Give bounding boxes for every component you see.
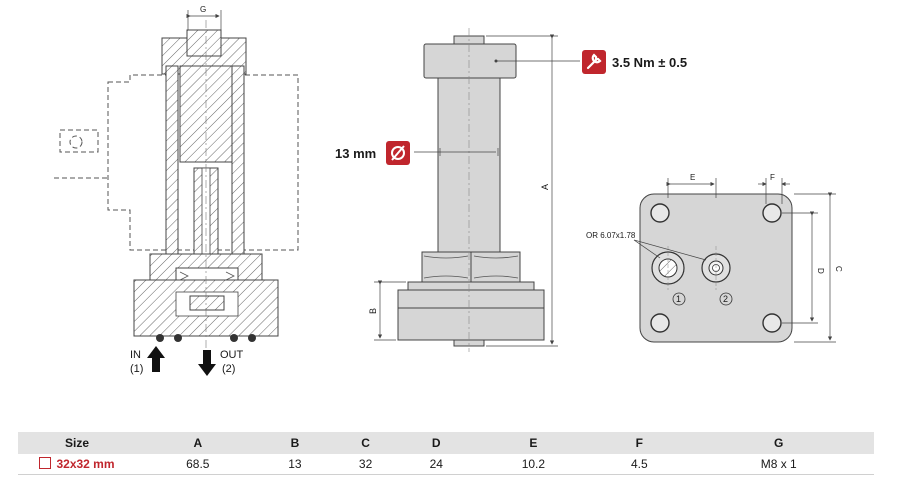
- value-d: 24: [400, 454, 472, 475]
- value-b: 13: [259, 454, 331, 475]
- oring-spec-label: OR 6.07x1.78: [586, 231, 636, 240]
- inlet-label: IN: [130, 349, 141, 361]
- header-f: F: [595, 432, 684, 454]
- dimension-a-label: A: [540, 184, 550, 190]
- table-header-row: Size A B C D E F G: [18, 432, 874, 454]
- dimension-f-label: F: [770, 173, 775, 182]
- dimensions-table: Size A B C D E F G 32x32 mm 68.5 13 32 2…: [18, 432, 874, 475]
- header-e: E: [471, 432, 596, 454]
- base-view: OR 6.07x1.78 1 2 E F D C: [586, 173, 843, 343]
- header-d: D: [400, 432, 472, 454]
- inlet-port-label: (1): [130, 363, 143, 375]
- header-size: Size: [18, 432, 136, 454]
- header-g: G: [683, 432, 874, 454]
- dimension-e-label: E: [690, 173, 695, 182]
- port-2-label: 2: [723, 294, 728, 304]
- size-cell: 32x32 mm: [18, 454, 136, 475]
- outlet-arrow-icon: [198, 350, 216, 376]
- dimension-d-label: D: [816, 268, 825, 274]
- dimension-g-label: G: [200, 5, 206, 14]
- inlet-arrow-icon: [147, 346, 165, 372]
- value-f: 4.5: [595, 454, 684, 475]
- diameter-value: 13 mm: [335, 146, 376, 161]
- value-c: 32: [330, 454, 401, 475]
- technical-drawing: G IN (1) OUT (2) A B 3.: [54, 5, 843, 376]
- value-a: 68.5: [136, 454, 260, 475]
- dimension-b-label: B: [368, 308, 378, 314]
- value-g: M8 x 1: [683, 454, 874, 475]
- side-view: A B 3.5 Nm ± 0.5 13 mm: [335, 28, 687, 352]
- header-b: B: [259, 432, 331, 454]
- header-a: A: [136, 432, 260, 454]
- port-1-label: 1: [676, 294, 681, 304]
- size-marker-icon: [39, 457, 52, 469]
- outlet-label: OUT: [220, 349, 244, 361]
- section-view: G IN (1) OUT (2): [54, 5, 299, 376]
- torque-value: 3.5 Nm ± 0.5: [612, 55, 687, 70]
- outlet-port-label: (2): [222, 363, 235, 375]
- table-row: 32x32 mm 68.5 13 32 24 10.2 4.5 M8 x 1: [18, 454, 874, 475]
- value-e: 10.2: [471, 454, 596, 475]
- size-value: 32x32 mm: [56, 457, 115, 471]
- dimension-c-label: C: [834, 266, 843, 272]
- header-c: C: [330, 432, 401, 454]
